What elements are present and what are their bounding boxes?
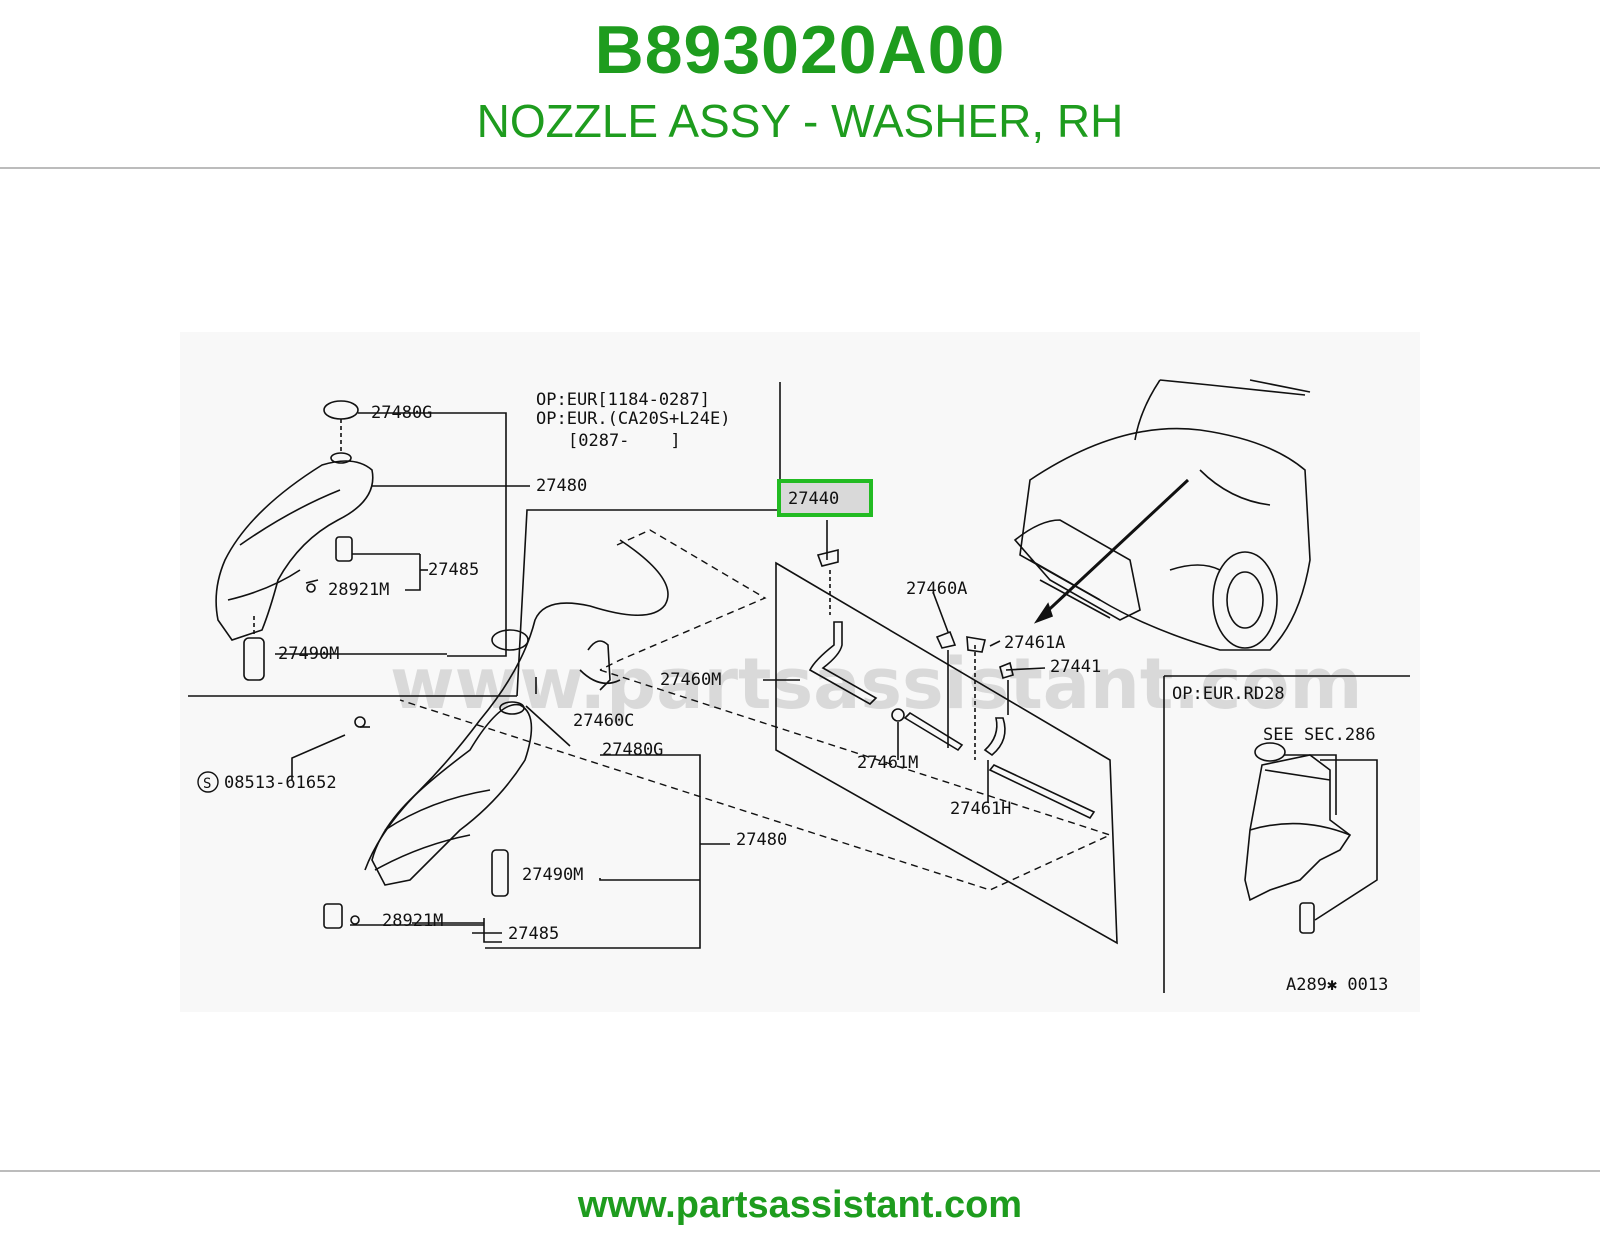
label-27480G-upper[interactable]: 27480G (371, 403, 432, 423)
circled-s-icon: S (197, 771, 219, 793)
label-27461H[interactable]: 27461H (950, 799, 1011, 819)
highlighted-part-callout[interactable]: 27440 (777, 479, 873, 517)
options-note-line1: OP:EUR[1184-0287] (536, 390, 710, 410)
label-27460A[interactable]: 27460A (906, 579, 967, 599)
label-27490M-lower[interactable]: 27490M (522, 865, 583, 885)
inset-see-section: SEE SEC.286 (1263, 725, 1376, 745)
part-name-subtitle: NOZZLE ASSY - WASHER, RH (476, 95, 1124, 147)
watermark: www.partsassistant.com (390, 643, 1362, 725)
label-27480-upper[interactable]: 27480 (536, 476, 587, 496)
highlighted-part-number[interactable]: 27440 (788, 489, 839, 509)
options-note-line3: [0287- ] (568, 431, 681, 451)
label-27441[interactable]: 27441 (1050, 657, 1101, 677)
label-27485-lower[interactable]: 27485 (508, 924, 559, 944)
inset-title: OP:EUR.RD28 (1172, 684, 1285, 704)
diagram-background (180, 332, 1420, 1012)
label-28921M-lower[interactable]: 28921M (382, 911, 443, 931)
part-callout-labels: OP:EUR[1184-0287] OP:EUR.(CA20S+L24E) [0… (197, 390, 1388, 995)
label-08513-61652[interactable]: 08513-61652 (224, 773, 337, 793)
part-number-title: B893020A00 (594, 12, 1006, 88)
drawing-code: A289✱ 0013 (1286, 975, 1388, 995)
label-27461M[interactable]: 27461M (857, 753, 918, 773)
svg-text:S: S (203, 776, 211, 792)
label-27490M-upper[interactable]: 27490M (278, 644, 339, 664)
options-note-line2: OP:EUR.(CA20S+L24E) (536, 409, 730, 429)
footer-divider (0, 1170, 1600, 1172)
label-27460M[interactable]: 27460M (660, 670, 721, 690)
label-27480G-lower[interactable]: 27480G (602, 740, 663, 760)
label-28921M-upper[interactable]: 28921M (328, 580, 389, 600)
header-divider (0, 167, 1600, 169)
label-27460C[interactable]: 27460C (573, 711, 634, 731)
label-27480-lower[interactable]: 27480 (736, 830, 787, 850)
page-header: B893020A00 NOZZLE ASSY - WASHER, RH (0, 0, 1600, 168)
diagram-linework (188, 379, 1410, 993)
label-27461A[interactable]: 27461A (1004, 633, 1065, 653)
label-27485-upper[interactable]: 27485 (428, 560, 479, 580)
footer-website-link[interactable]: www.partsassistant.com (577, 1184, 1023, 1226)
